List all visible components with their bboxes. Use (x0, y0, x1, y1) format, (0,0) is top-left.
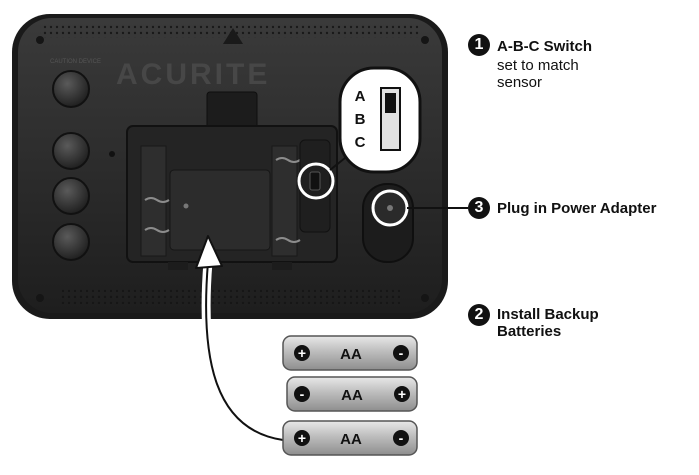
top-label-text: CAUTION DEVICE (50, 59, 101, 65)
callout-2-title-line-1: Install Backup (497, 306, 599, 323)
callout-2-number: 2 (468, 304, 490, 326)
battery-3-right-terminal: - (399, 430, 404, 446)
callout-1-subtitle-line-1: set to match (497, 57, 579, 74)
power-jack-area (362, 183, 468, 263)
battery-2-label: AA (341, 387, 363, 404)
insert-arrow (195, 235, 284, 445)
brand-logo-text: ACURITE (116, 58, 270, 91)
callout-1-number: 1 (468, 34, 490, 56)
callout-1-subtitle-line-2: sensor (497, 74, 543, 91)
abc-switch-device[interactable] (309, 171, 321, 191)
battery-2-left-terminal: - (300, 386, 305, 402)
battery-3-left-terminal: + (298, 430, 306, 446)
switch-highlight-ring (297, 162, 335, 200)
switch-label-c: C (355, 134, 366, 151)
battery-2: - AA + (286, 376, 418, 412)
side-buttons (52, 70, 115, 261)
battery-1-left-terminal: + (298, 345, 306, 361)
callout-3-title: Plug in Power Adapter (497, 200, 657, 217)
side-button-2[interactable] (52, 132, 90, 170)
callout-3-number: 3 (468, 197, 490, 219)
switch-zoom-bubble: A B C (338, 66, 422, 174)
abc-switch-knob[interactable] (385, 93, 396, 113)
battery-2-right-terminal: + (398, 386, 406, 402)
callout-2-title-line-2: Batteries (497, 323, 562, 340)
battery-1: + AA - (282, 335, 418, 371)
side-button-1[interactable] (52, 70, 90, 108)
battery-compartment (126, 125, 338, 270)
battery-3: + AA - (282, 420, 418, 456)
switch-label-b: B (355, 111, 366, 128)
callout-1-title: A-B-C Switch (497, 38, 592, 55)
reset-pinhole[interactable] (109, 151, 115, 157)
battery-3-label: AA (340, 431, 362, 448)
side-button-3[interactable] (52, 177, 90, 215)
power-jack[interactable] (387, 205, 393, 211)
battery-1-right-terminal: - (399, 345, 404, 361)
top-arrow-mark (223, 28, 243, 44)
side-button-4[interactable] (52, 223, 90, 261)
switch-label-a: A (355, 88, 366, 105)
battery-1-label: AA (340, 346, 362, 363)
